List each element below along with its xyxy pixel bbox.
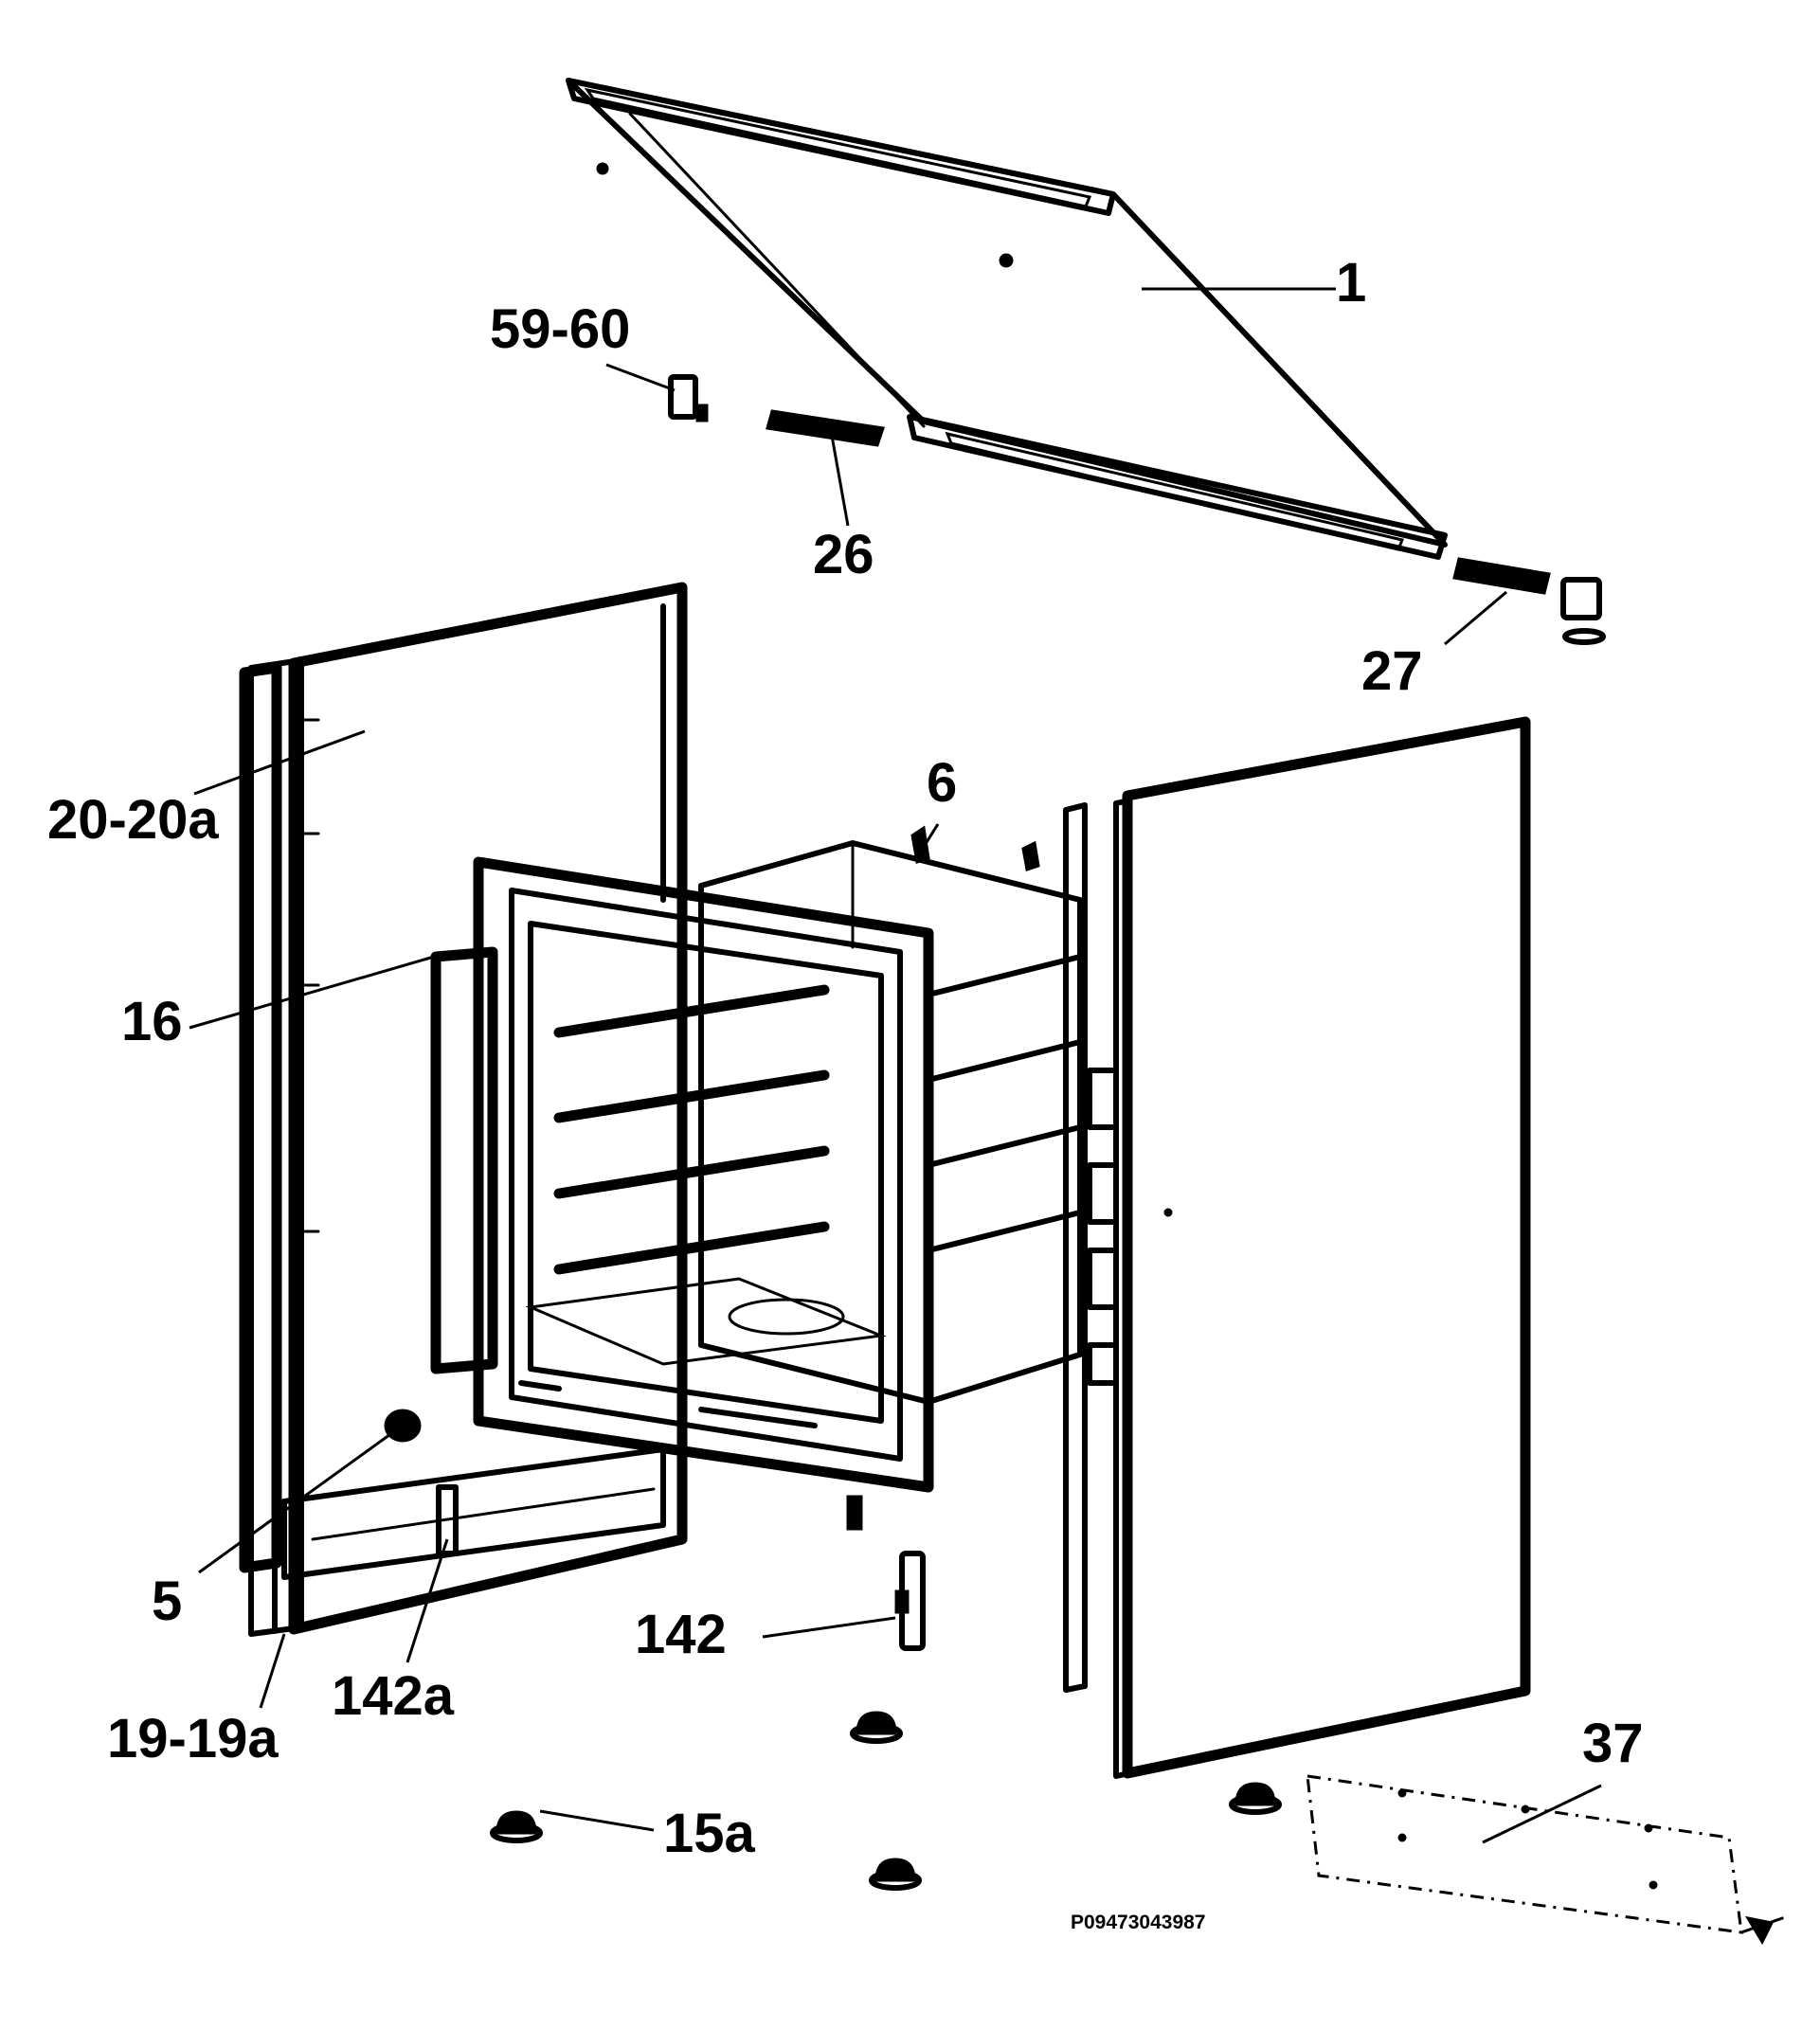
part-labels: 1 59-60 26 27 20-20a 6 16 5 142 142a 19-… — [47, 252, 1644, 1933]
leader-lines — [189, 287, 1602, 1844]
label-part-5: 5 — [152, 1571, 182, 1632]
door-hinge-bracket-part — [894, 1551, 926, 1651]
label-part-142a: 142a — [332, 1665, 455, 1727]
top-panel-part — [566, 78, 1448, 560]
label-part-6: 6 — [927, 752, 957, 814]
label-part-59-60: 59-60 — [490, 298, 630, 360]
left-side-panel-part — [239, 582, 688, 1637]
right-upright-part — [1063, 802, 1119, 1693]
plinth-part — [1306, 1774, 1792, 1946]
hinge-part — [1452, 557, 1606, 645]
label-part-20-20a: 20-20a — [47, 789, 219, 851]
foot-left — [490, 1810, 543, 1843]
label-part-37: 37 — [1582, 1713, 1644, 1774]
foot-mid-bottom — [869, 1858, 922, 1891]
label-part-19-19a: 19-19a — [107, 1708, 279, 1769]
drawing-code: P09473043987 — [1071, 1912, 1205, 1933]
oven-cavity-part — [430, 825, 1083, 1531]
foot-mid-top — [850, 1711, 903, 1744]
foot-right — [1229, 1782, 1282, 1815]
label-part-1: 1 — [1336, 252, 1366, 314]
label-part-142: 142 — [635, 1604, 727, 1665]
foot-adjuster-part — [384, 1409, 422, 1443]
label-part-26: 26 — [813, 524, 874, 585]
label-part-16: 16 — [121, 991, 183, 1052]
label-part-15a: 15a — [663, 1803, 756, 1864]
lower-brace-part — [281, 1446, 666, 1580]
feet-part — [490, 1711, 1282, 1891]
clip-part — [668, 374, 709, 422]
right-side-panel-part — [1113, 716, 1531, 1779]
label-part-27: 27 — [1361, 640, 1423, 702]
hinge-bar-part — [766, 409, 885, 447]
